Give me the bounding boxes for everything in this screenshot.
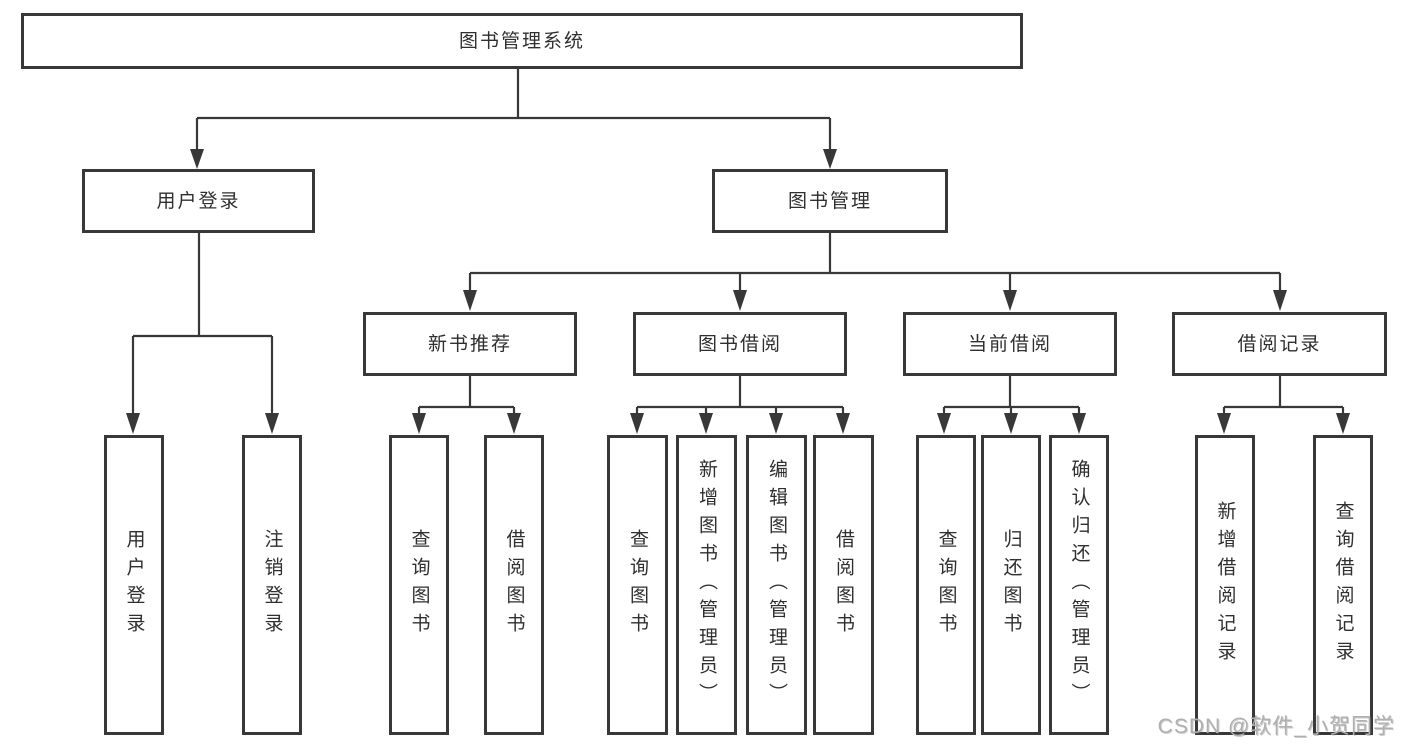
connector-borrow-records-to-leaves bbox=[1217, 376, 1350, 434]
node-current-borrow-label: 当前借阅 bbox=[967, 333, 1052, 355]
connector-user-login-to-leaves bbox=[126, 232, 279, 434]
leaf-return-book-label: 归还图书 bbox=[1000, 529, 1022, 641]
leaf-query-books-borrow-label: 查询图书 bbox=[627, 529, 648, 641]
node-current-borrow: 当前借阅 bbox=[903, 312, 1117, 376]
node-user-login-label: 用户登录 bbox=[156, 190, 241, 212]
leaf-confirm-return-admin-label: 确认归还（管理员） bbox=[1068, 459, 1090, 711]
node-user-login: 用户登录 bbox=[82, 169, 315, 233]
node-borrow-records-label: 借阅记录 bbox=[1237, 333, 1322, 355]
leaf-add-borrow-record: 新增借阅记录 bbox=[1195, 435, 1255, 735]
leaf-return-book: 归还图书 bbox=[981, 435, 1041, 735]
leaf-borrow-books: 借阅图书 bbox=[813, 435, 874, 735]
leaf-add-book-admin-label: 新增图书（管理员） bbox=[696, 459, 717, 711]
node-book-management-label: 图书管理 bbox=[787, 190, 872, 212]
connector-root-to-level1 bbox=[190, 69, 837, 169]
leaf-borrow-books-recommend-label: 借阅图书 bbox=[503, 529, 525, 641]
connector-new-book-recommend-to-leaves bbox=[412, 376, 521, 434]
leaf-query-books-current-label: 查询图书 bbox=[935, 529, 957, 641]
node-new-book-recommend: 新书推荐 bbox=[363, 312, 577, 376]
leaf-logout-label: 注销登录 bbox=[261, 529, 283, 641]
connector-current-borrow-to-leaves bbox=[937, 376, 1086, 434]
node-root-system: 图书管理系统 bbox=[21, 13, 1023, 69]
node-book-borrow: 图书借阅 bbox=[633, 312, 847, 376]
leaf-user-login: 用户登录 bbox=[104, 435, 164, 735]
leaf-add-book-admin: 新增图书（管理员） bbox=[676, 435, 737, 735]
node-borrow-records: 借阅记录 bbox=[1172, 312, 1387, 376]
leaf-edit-book-admin-label: 编辑图书（管理员） bbox=[766, 459, 787, 711]
leaf-logout: 注销登录 bbox=[242, 435, 302, 735]
leaf-edit-book-admin: 编辑图书（管理员） bbox=[746, 435, 807, 735]
connector-book-management-to-level2 bbox=[463, 232, 1287, 311]
leaf-query-borrow-record-label: 查询借阅记录 bbox=[1332, 501, 1354, 669]
node-root-system-label: 图书管理系统 bbox=[458, 30, 585, 52]
leaf-query-borrow-record: 查询借阅记录 bbox=[1313, 435, 1373, 735]
leaf-query-books-borrow: 查询图书 bbox=[607, 435, 668, 735]
node-new-book-recommend-label: 新书推荐 bbox=[427, 333, 512, 355]
leaf-query-books-recommend-label: 查询图书 bbox=[408, 529, 430, 641]
connector-book-borrow-to-leaves bbox=[630, 376, 850, 434]
leaf-user-login-label: 用户登录 bbox=[123, 529, 145, 641]
leaf-query-books-recommend: 查询图书 bbox=[389, 435, 449, 735]
leaf-borrow-books-recommend: 借阅图书 bbox=[484, 435, 544, 735]
leaf-add-borrow-record-label: 新增借阅记录 bbox=[1214, 501, 1236, 669]
leaf-borrow-books-label: 借阅图书 bbox=[833, 529, 854, 641]
node-book-management: 图书管理 bbox=[712, 169, 948, 233]
node-book-borrow-label: 图书借阅 bbox=[697, 333, 782, 355]
leaf-confirm-return-admin: 确认归还（管理员） bbox=[1049, 435, 1109, 735]
leaf-query-books-current: 查询图书 bbox=[916, 435, 976, 735]
